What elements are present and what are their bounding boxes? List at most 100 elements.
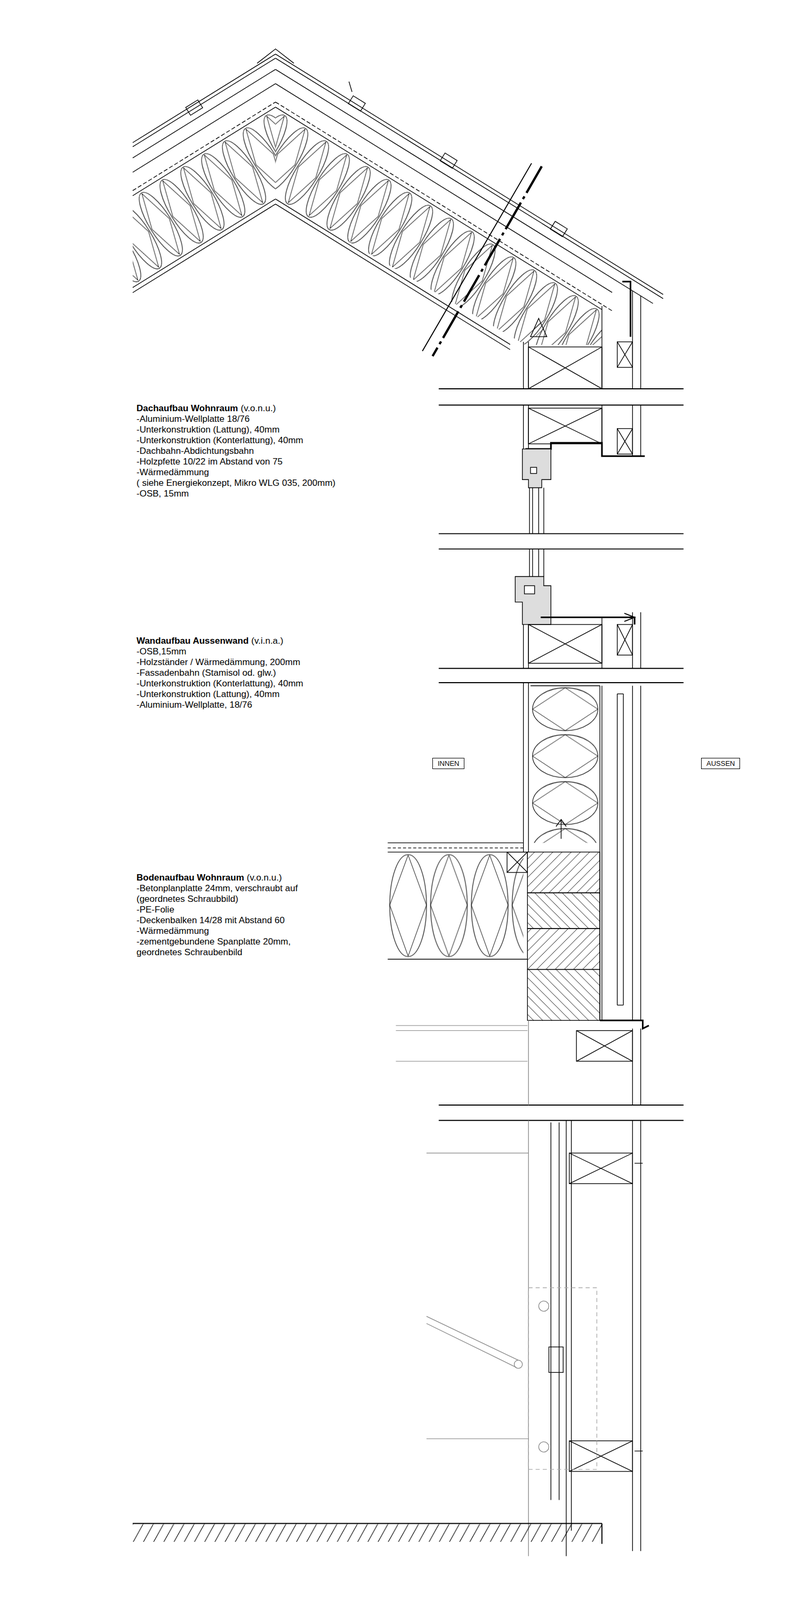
wall-and-floor-part [623,693,624,1005]
roof-part [275,107,602,310]
window-part [543,548,544,577]
layer-item: -Holzständer / Wärmedämmung, 200mm [136,656,301,668]
wall-and-floor-part [530,685,600,843]
break-lines-part [438,681,684,683]
layer-item: -Unterkonstruktion (Lattung), 40mm [136,688,280,700]
wall-and-floor-part [632,685,633,1021]
roof-part [132,107,276,196]
side-tag-text: AUSSEN [706,759,735,768]
ground-floor-part [426,1323,517,1368]
ground-floor-part [513,1359,522,1368]
wall-top-part [640,295,641,389]
layer-item: -Wärmedämmung [136,925,209,937]
ground-floor-part [132,1523,602,1542]
layer-item: -Unterkonstruktion (Konterlattung), 40mm [136,435,304,446]
layer-item: -Fassadenbahn (Stamisol od. glw.) [136,667,277,679]
roof-part [275,198,511,345]
window-part [530,467,537,473]
roof-part [432,166,542,357]
wall-and-floor-part [617,693,624,694]
ground-floor-part [569,1440,633,1471]
layer-item: -PE-Folie [136,904,175,915]
window-part [640,612,641,669]
wall-top-part [632,290,633,389]
ground-floor-part [550,1122,552,1500]
roof-part [422,163,532,351]
side-tag-text: INNEN [437,759,460,768]
ground-floor-part [528,1287,597,1470]
roof-part [256,49,294,64]
window-part [601,617,602,669]
window-part [632,405,633,457]
window-part [528,407,602,444]
wall-and-floor-part [527,928,600,970]
roof-part [275,53,664,295]
ground-floor-part [538,1300,549,1311]
wall-and-floor-part [601,685,602,1021]
break-lines-part [438,1119,684,1121]
window-part [528,407,602,444]
layer-item: -OSB,15mm [136,646,187,657]
window-part [617,428,633,455]
roof-part [132,58,276,147]
wall-and-floor-part [556,818,567,839]
window-part [538,548,540,577]
window-part [617,428,633,455]
wall-and-floor-part [396,1024,528,1026]
roof-part [275,101,613,311]
break-lines-part [438,404,684,406]
wall-top [523,281,641,389]
wall-and-floor-part [387,958,528,960]
window-part [528,487,530,534]
ground-floor-part [426,1315,519,1360]
window-part [532,548,533,577]
layer-heading: Bodenaufbau Wohnraum [136,872,245,883]
side-tag: INNEN [432,757,465,769]
ground-floor-part [558,1122,560,1500]
layer-heading: Dachaufbau Wohnraum [136,403,238,414]
roof-part [275,69,654,304]
roof-part [132,101,276,191]
layer-item: ( siehe Energiekonzept, Mikro WLG 035, 2… [136,477,336,489]
window-part [532,487,533,534]
wall-and-floor-part [527,969,600,1021]
layer-heading: Wandaufbau Aussenwand [136,635,249,647]
order-note: (v.o.n.u.) [246,872,283,883]
ground-floor-part [569,1152,633,1184]
roof [132,49,664,357]
roof-part [132,53,276,143]
roof-part [275,58,664,299]
ground-floor-part [426,1437,529,1439]
ground-floor [132,1120,643,1556]
wall-and-floor-part [599,1019,649,1028]
roof-part [185,99,203,116]
ground-floor-part [569,1152,633,1184]
wall-and-floor-part [396,1030,528,1031]
roof-part [440,153,458,169]
window-part [640,405,641,457]
break-lines-part [438,667,684,669]
window-part [522,448,552,488]
roof-part [132,69,276,158]
layer-item: -zementgebundene Spanplatte 20mm, geordn… [136,936,329,958]
wall-and-floor-part [387,851,524,960]
roof-part [132,83,276,173]
break-lines-part [438,548,684,550]
roof-part [132,107,276,288]
roof-part [132,204,276,293]
wall-and-floor-part [576,1030,633,1061]
roof-part-part [550,221,568,237]
window-part [528,624,529,669]
wall-and-floor-part [507,851,528,873]
wall-top-part [523,341,524,389]
wall-and-floor-part [528,1019,529,1105]
roof-part [349,81,353,92]
roof-part-part [440,153,458,169]
window-part [617,624,633,655]
ground-floor-part [528,1120,529,1556]
window-part [524,585,535,594]
wall-and-floor [387,682,649,1105]
ground-floor-part [538,1441,549,1452]
window-part [543,487,544,534]
window-part [617,624,633,655]
